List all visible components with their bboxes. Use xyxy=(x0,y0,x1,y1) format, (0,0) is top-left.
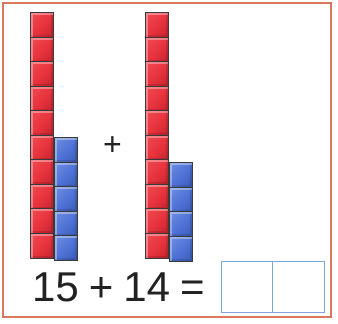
tens-cube xyxy=(145,135,169,161)
tens-cube xyxy=(30,184,54,210)
tens-rod-group-2 xyxy=(145,12,169,259)
tens-cube xyxy=(145,159,169,185)
ones-cube xyxy=(169,162,193,188)
equals-sign: = xyxy=(180,266,205,308)
tens-cube xyxy=(30,208,54,234)
tens-rod-group-1 xyxy=(30,12,54,259)
answer-tens-box[interactable] xyxy=(221,261,274,313)
ones-cube xyxy=(54,235,78,261)
tens-cube xyxy=(30,159,54,185)
tens-cube xyxy=(30,61,54,87)
tens-cube xyxy=(145,86,169,112)
tens-cube xyxy=(145,37,169,63)
ones-cube xyxy=(169,211,193,237)
tens-cube xyxy=(30,110,54,136)
equation: 15 + 14 = xyxy=(32,266,205,308)
tens-cube xyxy=(145,12,169,38)
ones-cube xyxy=(169,187,193,213)
ones-cube xyxy=(169,236,193,262)
ones-cube xyxy=(54,211,78,237)
tens-cube xyxy=(30,12,54,38)
answer-ones-box[interactable] xyxy=(272,261,325,313)
ones-units-group-1 xyxy=(54,137,78,261)
tens-cube xyxy=(30,86,54,112)
tens-cube xyxy=(30,135,54,161)
plus-sign: + xyxy=(103,128,122,160)
tens-cube xyxy=(145,110,169,136)
tens-cube xyxy=(145,61,169,87)
equation-operator: + xyxy=(89,266,114,308)
addend-1: 15 xyxy=(32,266,79,308)
tens-cube xyxy=(145,184,169,210)
addend-2: 14 xyxy=(123,266,170,308)
tens-cube xyxy=(145,208,169,234)
ones-cube xyxy=(54,186,78,212)
tens-cube xyxy=(145,233,169,259)
tens-cube xyxy=(30,233,54,259)
ones-cube xyxy=(54,137,78,163)
tens-cube xyxy=(30,37,54,63)
ones-units-group-2 xyxy=(169,162,193,262)
ones-cube xyxy=(54,162,78,188)
